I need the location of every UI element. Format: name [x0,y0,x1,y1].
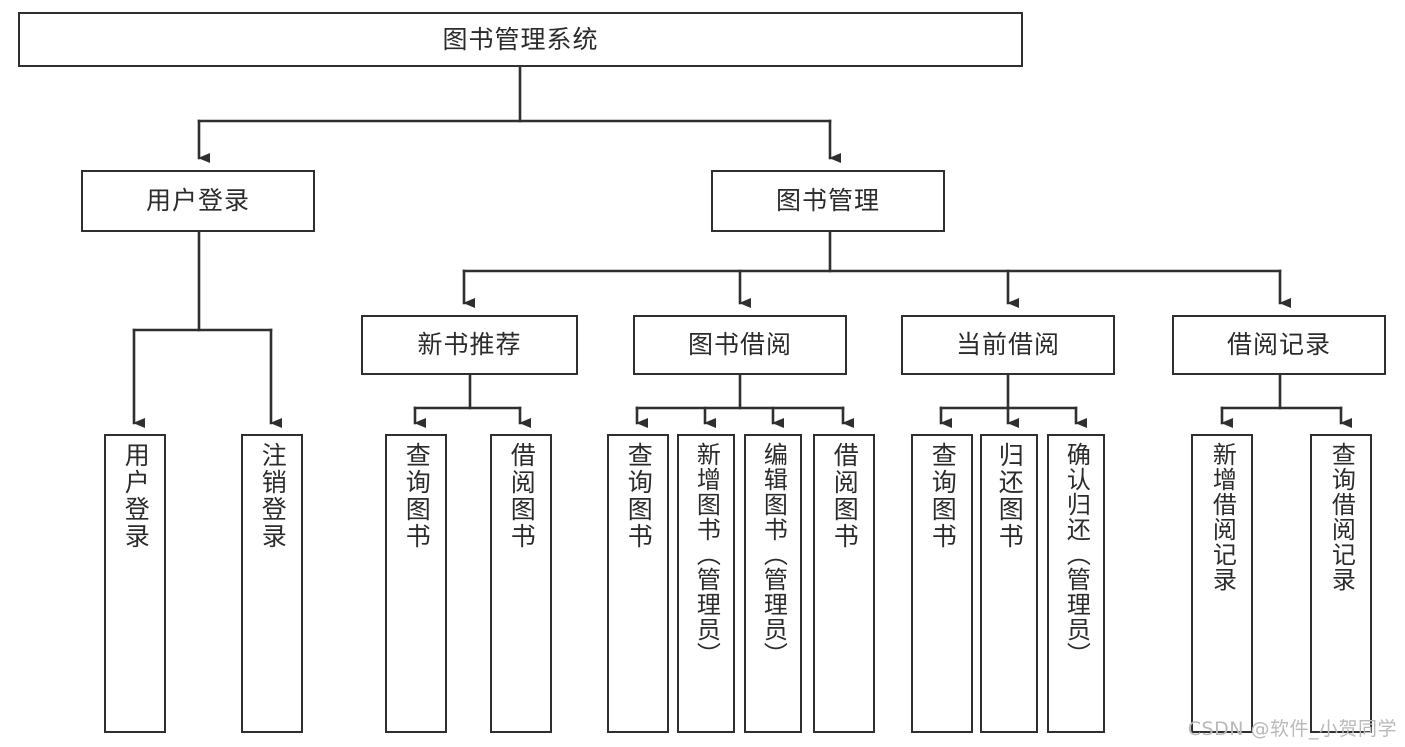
node-book-manage[interactable]: 图书管理 [711,170,945,232]
node-new-book-recommend[interactable]: 新书推荐 [361,315,578,375]
node-book-manage-label: 图书管理 [775,186,880,216]
node-leaf-query-record-label: 查询借阅记录 [1327,442,1356,592]
node-borrow-record[interactable]: 借阅记录 [1172,315,1386,375]
node-leaf-query-book-3[interactable]: 查询图书 [911,434,973,733]
node-root-label: 图书管理系统 [442,24,599,54]
node-leaf-logout-login-label: 注销登录 [258,442,288,550]
node-leaf-query-book-1[interactable]: 查询图书 [385,434,447,733]
node-borrow-record-label: 借阅记录 [1226,330,1331,360]
node-leaf-logout-login[interactable]: 注销登录 [241,434,303,733]
node-leaf-borrow-book-2[interactable]: 借阅图书 [813,434,875,733]
node-book-borrow[interactable]: 图书借阅 [633,315,847,375]
node-user-login[interactable]: 用户登录 [81,170,315,232]
node-leaf-edit-book[interactable]: 编辑图书（管理员） [744,434,802,733]
node-leaf-confirm-return-label: 确认归还（管理员） [1062,442,1091,667]
node-user-login-label: 用户登录 [145,186,250,216]
node-leaf-add-book-label: 新增图书（管理员） [692,442,721,667]
node-leaf-borrow-book-1-label: 借阅图书 [507,442,537,550]
node-current-borrow-label: 当前借阅 [955,330,1060,360]
node-leaf-edit-book-label: 编辑图书（管理员） [759,442,788,667]
node-leaf-user-login[interactable]: 用户登录 [104,434,166,733]
node-leaf-add-book[interactable]: 新增图书（管理员） [677,434,735,733]
node-leaf-query-record[interactable]: 查询借阅记录 [1310,434,1372,733]
node-leaf-borrow-book-2-label: 借阅图书 [830,442,860,550]
node-leaf-add-record-label: 新增借阅记录 [1208,442,1237,592]
node-leaf-query-book-1-label: 查询图书 [402,442,432,550]
node-leaf-user-login-label: 用户登录 [121,442,151,550]
node-leaf-return-book-label: 归还图书 [995,442,1025,550]
node-leaf-query-book-2-label: 查询图书 [624,442,654,550]
node-book-borrow-label: 图书借阅 [687,330,792,360]
node-leaf-query-book-2[interactable]: 查询图书 [607,434,669,733]
node-leaf-query-book-3-label: 查询图书 [928,442,958,550]
node-leaf-add-record[interactable]: 新增借阅记录 [1191,434,1253,733]
watermark: CSDN @软件_小贺同学 [1187,718,1397,740]
node-leaf-return-book[interactable]: 归还图书 [980,434,1038,733]
node-leaf-borrow-book-1[interactable]: 借阅图书 [490,434,552,733]
node-new-book-recommend-label: 新书推荐 [417,330,522,360]
node-root[interactable]: 图书管理系统 [18,12,1023,67]
node-leaf-confirm-return[interactable]: 确认归还（管理员） [1047,434,1105,733]
node-current-borrow[interactable]: 当前借阅 [901,315,1115,375]
